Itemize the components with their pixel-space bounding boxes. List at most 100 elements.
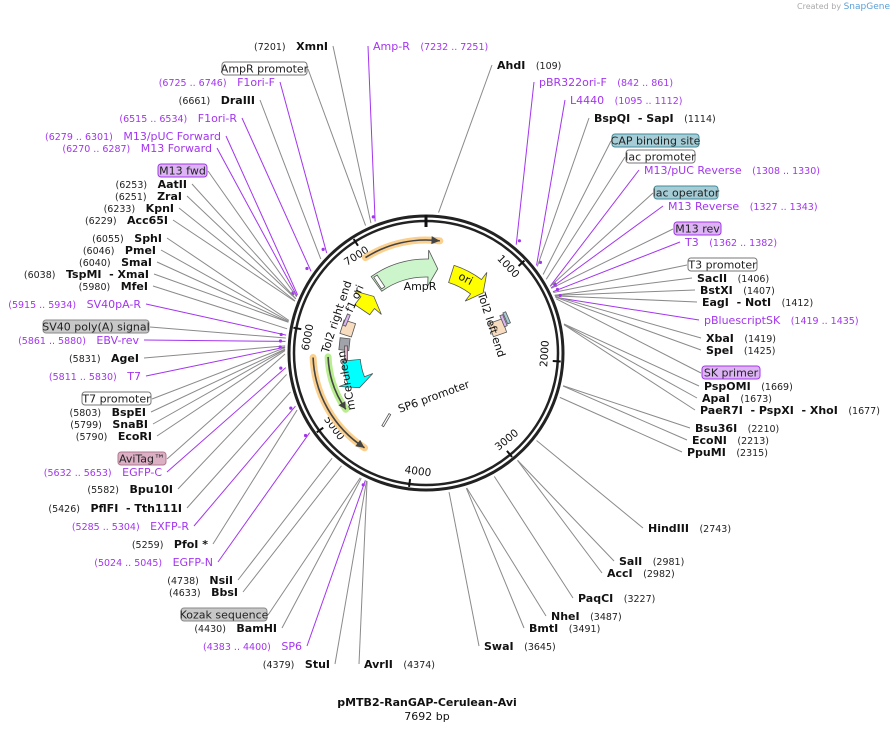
enzyme-site-aatii[interactable]: (6253) AatII: [116, 178, 187, 191]
enzyme-site-tspmi-xmai[interactable]: (6038) TspMI - XmaI: [24, 268, 149, 281]
avitag-mark[interactable]: [344, 345, 348, 361]
label-text: Amp-R (7232 .. 7251): [373, 40, 488, 53]
primer-label-m13-puc-reverse[interactable]: M13/pUC Reverse (1308 .. 1330): [644, 164, 820, 177]
enzyme-site-acci[interactable]: AccI (2982): [607, 567, 675, 580]
primer-label-f1ori-r[interactable]: (6515 .. 6534) F1ori-R: [119, 112, 237, 125]
label-text: BspQI - SapI (1114): [594, 112, 716, 125]
orange-feature-arc-left[interactable]: [312, 357, 365, 449]
enzyme-site-bspei[interactable]: (5803) BspEI: [69, 406, 146, 419]
leader-line: [241, 117, 312, 272]
feature-label-m13-fwd[interactable]: M13 fwd: [157, 163, 208, 178]
enzyme-site-draiii[interactable]: (6661) DraIII: [179, 94, 255, 107]
lac-operator-mark[interactable]: [502, 311, 511, 325]
enzyme-site-bsu36i[interactable]: Bsu36I (2210): [695, 422, 779, 435]
primer-label-m13-forward[interactable]: (6270 .. 6287) M13 Forward: [62, 142, 212, 155]
primer-site-mark: [278, 339, 283, 343]
primer-label-sv40pa-r[interactable]: (5915 .. 5934) SV40pA-R: [8, 298, 141, 311]
primer-label-pbluescriptsk[interactable]: pBluescriptSK (1419 .. 1435): [704, 314, 859, 327]
enzyme-site-paqci[interactable]: PaqCI (3227): [578, 592, 655, 605]
f1-ori-arrow[interactable]: [353, 290, 382, 316]
primer-label-egfp-n[interactable]: (5024 .. 5045) EGFP-N: [94, 556, 213, 569]
feature-label-sk-primer[interactable]: SK primer: [701, 365, 761, 380]
enzyme-site-bpu10i[interactable]: (5582) Bpu10I: [87, 483, 173, 496]
primer-label-sp6[interactable]: (4383 .. 4400) SP6: [203, 640, 302, 653]
sp6-promoter-mark[interactable]: [381, 413, 392, 428]
label-text: (6038) TspMI - XmaI: [24, 268, 149, 281]
enzyme-site-sacii[interactable]: SacII (1406): [697, 272, 769, 285]
label-text: (4383 .. 4400) SP6: [203, 640, 302, 653]
enzyme-site-paer7i-pspxi-xhoi[interactable]: PaeR7I - PspXI - XhoI (1677): [700, 404, 880, 417]
enzyme-site-agei[interactable]: (5831) AgeI: [69, 352, 139, 365]
enzyme-site-pmei[interactable]: (6046) PmeI: [83, 244, 156, 257]
enzyme-site-bspqi-sapi[interactable]: BspQI - SapI (1114): [594, 112, 716, 125]
label-text: (6279 .. 6301) M13/pUC Forward: [45, 130, 221, 143]
enzyme-site-mfei[interactable]: (5980) MfeI: [79, 280, 148, 293]
feature-label-lac-promoter[interactable]: lac promoter: [625, 149, 696, 164]
enzyme-site-ecori[interactable]: (5790) EcoRI: [76, 430, 152, 443]
primer-label-ebv-rev[interactable]: (5861 .. 5880) EBV-rev: [18, 334, 139, 347]
label-position: (2213): [737, 436, 769, 447]
primer-label-exfp-r[interactable]: (5285 .. 5304) EXFP-R: [72, 520, 190, 533]
label-text: (5426) PflFI - Tth111I: [48, 502, 182, 515]
feature-label-m13-rev[interactable]: M13 rev: [673, 221, 722, 236]
enzyme-site-acc65i[interactable]: (6229) Acc65I: [85, 214, 168, 227]
primer-label-t7[interactable]: (5811 .. 5830) T7: [49, 370, 141, 383]
feature-label-avitag-[interactable]: AviTag™: [117, 451, 167, 466]
enzyme-site-ahdi[interactable]: AhdI (109): [497, 59, 561, 72]
label-text: ApaI (1673): [702, 392, 772, 405]
enzyme-site-xbai[interactable]: XbaI (1419): [706, 332, 776, 345]
enzyme-site-bstxi[interactable]: BstXI (1407): [700, 284, 775, 297]
primer-label-egfp-c[interactable]: (5632 .. 5653) EGFP-C: [44, 466, 163, 479]
enzyme-site-sphi[interactable]: (6055) SphI: [92, 232, 162, 245]
enzyme-site-xmni[interactable]: (7201) XmnI: [254, 40, 328, 53]
feature-label-t3-promoter[interactable]: T3 promoter: [687, 257, 758, 272]
enzyme-site-spei[interactable]: SpeI (1425): [706, 344, 775, 357]
m13-rev-mark[interactable]: [499, 314, 508, 328]
feature-label-sv40-poly-a-signal[interactable]: SV40 poly(A) signal: [42, 319, 150, 334]
primer-label-m13-reverse[interactable]: M13 Reverse (1327 .. 1343): [668, 200, 818, 213]
feature-label-cap-binding-site[interactable]: CAP binding site: [611, 133, 701, 148]
enzyme-site-hindiii[interactable]: HindIII (2743): [648, 522, 731, 535]
ampr-promoter-mark[interactable]: [373, 274, 386, 290]
primer-label-f1ori-f[interactable]: (6725 .. 6746) F1ori-F: [159, 76, 275, 89]
enzyme-site-bmti[interactable]: BmtI (3491): [529, 622, 600, 635]
feature-label-kozak-sequence[interactable]: Kozak sequence: [180, 607, 269, 622]
leader-line: [150, 348, 286, 413]
enzyme-site-nhei[interactable]: NheI (3487): [551, 610, 622, 623]
enzyme-site-avrii[interactable]: AvrII (4374): [364, 658, 435, 671]
label-name: pBluescriptSK: [704, 314, 781, 327]
enzyme-site-pflfi-tth111i[interactable]: (5426) PflFI - Tth111I: [48, 502, 182, 515]
primer-label-l4440[interactable]: L4440 (1095 .. 1112): [570, 94, 682, 107]
leader-line: [143, 339, 286, 342]
enzyme-site-apai[interactable]: ApaI (1673): [702, 392, 772, 405]
enzyme-site-bamhi[interactable]: (4430) BamHI: [194, 622, 277, 635]
mcerulean-arrow[interactable]: [339, 358, 374, 389]
feature-label-ampr-promoter[interactable]: AmpR promoter: [221, 61, 309, 76]
enzyme-site-kpni[interactable]: (6233) KpnI: [104, 202, 174, 215]
enzyme-site-stui[interactable]: (4379) StuI: [263, 658, 330, 671]
enzyme-site-pspomi[interactable]: PspOMI (1669): [704, 380, 793, 393]
primer-label-pbr322ori-f[interactable]: pBR322ori-F (842 .. 861): [539, 76, 673, 89]
enzyme-site-snabi[interactable]: (5799) SnaBI: [70, 418, 148, 431]
enzyme-site-nsii[interactable]: (4738) NsiI: [167, 574, 233, 587]
ampr-arrow[interactable]: [370, 249, 439, 292]
feature-box: [221, 61, 308, 76]
enzyme-site-sali[interactable]: SalI (2981): [619, 555, 684, 568]
feature-label-lac-operator[interactable]: lac operator: [653, 185, 720, 200]
enzyme-site-bbsi[interactable]: (4633) BbsI: [169, 586, 238, 599]
m13-fwd-mark[interactable]: [342, 313, 351, 327]
ori-arrow[interactable]: [448, 264, 488, 302]
enzyme-site-ppumi[interactable]: PpuMI (2315): [687, 446, 768, 459]
feature-label-t7-promoter[interactable]: T7 promoter: [81, 391, 152, 406]
enzyme-site-swai[interactable]: SwaI (3645): [484, 640, 556, 653]
enzyme-site-zrai[interactable]: (6251) ZraI: [115, 190, 182, 203]
enzyme-site-smai[interactable]: (6040) SmaI: [79, 256, 152, 269]
leader-line: [517, 459, 615, 562]
primer-label-amp-r[interactable]: Amp-R (7232 .. 7251): [373, 40, 488, 53]
primer-label-m13-puc-forward[interactable]: (6279 .. 6301) M13/pUC Forward: [45, 130, 221, 143]
enzyme-site-econi[interactable]: EcoNI (2213): [692, 434, 769, 447]
enzyme-site-pfoi-[interactable]: (5259) PfoI *: [132, 538, 208, 551]
primer-label-t3[interactable]: T3 (1362 .. 1382): [684, 236, 777, 249]
tol2-right-end-box[interactable]: [339, 319, 357, 338]
enzyme-site-eagi-noti[interactable]: EagI - NotI (1412): [702, 296, 813, 309]
